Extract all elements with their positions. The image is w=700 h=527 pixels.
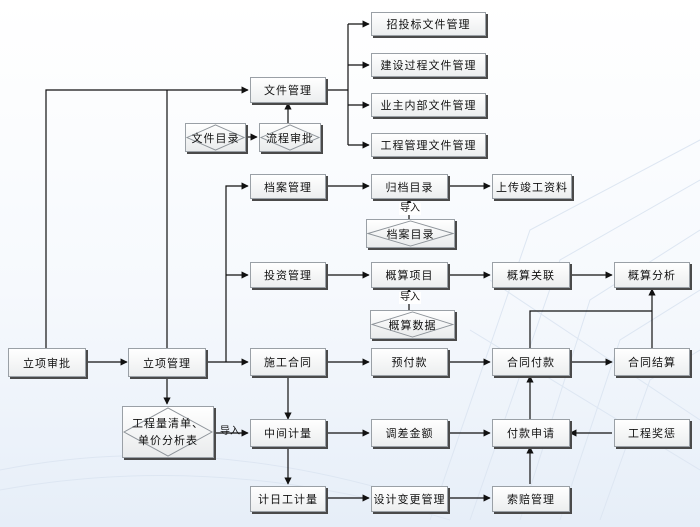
node-archive-catalog: 档案目录 <box>366 219 455 248</box>
node-contract-settlement: 合同结算 <box>614 348 690 376</box>
node-advance-payment: 预付款 <box>371 348 448 376</box>
node-owner-internal-files: 业主内部文件管理 <box>371 93 486 117</box>
node-estimate-data-label: 概算数据 <box>388 318 437 332</box>
node-bill-of-quantities-label: 工程量清单、 单价分析表 <box>123 407 213 457</box>
node-process-approval: 流程审批 <box>259 123 321 152</box>
label-import-archive: 导入 <box>399 203 421 215</box>
node-upload-completion: 上传竣工资料 <box>492 174 572 199</box>
node-file-management: 文件管理 <box>250 77 326 103</box>
node-daywork-measurement: 计日工计量 <box>250 486 326 512</box>
arrow-branch-trunk <box>225 182 249 362</box>
node-payment-application: 付款申请 <box>492 419 570 447</box>
node-estimate-link: 概算关联 <box>492 262 570 288</box>
node-file-catalog-label: 文件目录 <box>191 131 240 145</box>
node-project-management: 立项管理 <box>128 348 206 377</box>
arrow-payment-to-analysis-top <box>529 310 652 348</box>
node-adjustment-amount: 调差金额 <box>371 419 448 447</box>
node-archiving-catalog: 归档目录 <box>371 174 448 199</box>
node-file-catalog: 文件目录 <box>185 123 246 152</box>
node-engineering-files: 工程管理文件管理 <box>371 133 486 157</box>
node-design-change: 设计变更管理 <box>371 486 448 512</box>
node-bill-of-quantities: 工程量清单、 单价分析表 <box>122 406 214 458</box>
label-import-estimate: 导入 <box>399 292 421 304</box>
bill-label-line2: 单价分析表 <box>138 434 198 447</box>
bill-label-line1: 工程量清单、 <box>132 417 204 430</box>
node-claim-management: 索赔管理 <box>492 486 570 512</box>
arrow-approval-to-file-management <box>45 86 249 348</box>
node-investment-management: 投资管理 <box>250 262 326 288</box>
node-construction-contract: 施工合同 <box>250 348 326 376</box>
node-estimate-items: 概算项目 <box>371 262 448 288</box>
node-estimate-analysis: 概算分析 <box>614 262 690 288</box>
node-archive-management: 档案管理 <box>250 174 326 199</box>
node-estimate-data: 概算数据 <box>370 310 455 339</box>
node-interim-measurement: 中间计量 <box>250 419 326 447</box>
node-project-approval: 立项审批 <box>8 348 86 377</box>
node-process-approval-label: 流程审批 <box>266 131 314 145</box>
node-construction-files: 建设过程文件管理 <box>371 53 486 77</box>
label-import-bill: 导入 <box>220 426 240 437</box>
node-contract-payment: 合同付款 <box>492 348 570 376</box>
node-archive-catalog-label: 档案目录 <box>386 227 435 241</box>
node-engineering-penalty: 工程奖惩 <box>614 419 690 447</box>
node-bidding-files: 招投标文件管理 <box>371 12 486 36</box>
